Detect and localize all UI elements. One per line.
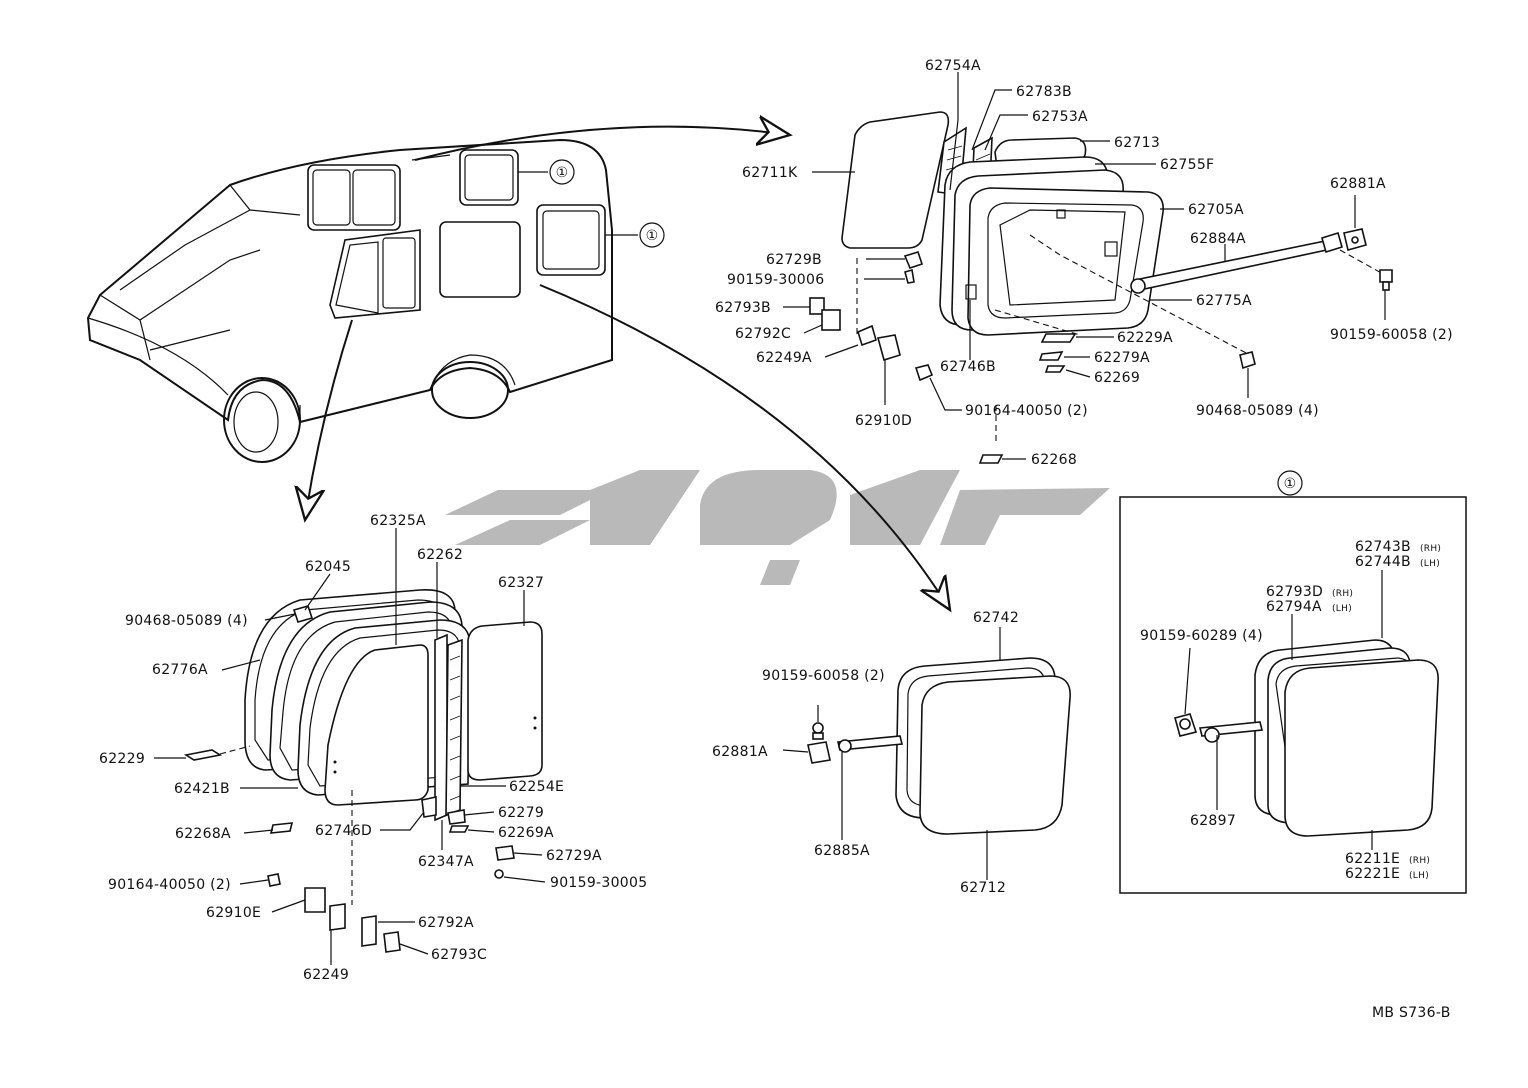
inset-title: ①: [1284, 476, 1297, 492]
label-62211E-side: (RH): [1409, 856, 1430, 866]
arrow-to-side-window: [539, 284, 950, 610]
label-90159-60058-top: 90159-60058 (2): [1330, 327, 1453, 343]
label-62279A: 62279A: [1094, 350, 1150, 366]
upper-window-assembly: [809, 111, 1393, 464]
arrow-to-rear-window: [414, 127, 790, 161]
inset-box: ①: [1119, 470, 1467, 894]
label-62910E: 62910E: [206, 905, 261, 921]
label-62742: 62742: [973, 610, 1019, 626]
label-62221E: 62221E: [1345, 866, 1400, 882]
label-90159-60058-mid: 90159-60058 (2): [762, 668, 885, 684]
watermark-logo: [445, 470, 1110, 585]
callout-upper: ①: [518, 159, 575, 185]
svg-text:①: ①: [556, 165, 569, 181]
label-62793C: 62793C: [431, 947, 487, 963]
label-62794A: 62794A: [1266, 599, 1322, 615]
label-90164-40050-left: 90164-40050 (2): [108, 877, 231, 893]
svg-text:①: ①: [646, 228, 659, 244]
label-62221E-side: (LH): [1409, 871, 1429, 881]
label-90468-05089-top: 90468-05089 (4): [1196, 403, 1319, 419]
label-62743B: 62743B: [1355, 539, 1411, 555]
label-62421B: 62421B: [174, 781, 230, 797]
callout-lower: ①: [605, 222, 665, 248]
label-62729B: 62729B: [766, 252, 822, 268]
label-62744B: 62744B: [1355, 554, 1411, 570]
label-62729A: 62729A: [546, 848, 602, 864]
label-90468-05089-left: 90468-05089 (4): [125, 613, 248, 629]
side-window-assembly: [807, 657, 1071, 835]
label-62897: 62897: [1190, 813, 1236, 829]
label-62711K: 62711K: [742, 165, 798, 181]
drawing-code: MB S736-B: [1372, 1005, 1451, 1021]
van-illustration: [86, 138, 613, 463]
label-62743B-side: (RH): [1420, 544, 1441, 554]
label-62229A: 62229A: [1117, 330, 1173, 346]
label-62881A-top: 62881A: [1330, 176, 1386, 192]
label-62793B: 62793B: [715, 300, 771, 316]
label-62249: 62249: [303, 967, 349, 983]
label-62793D-side: (RH): [1332, 589, 1353, 599]
label-62885A: 62885A: [814, 843, 870, 859]
label-62792A: 62792A: [418, 915, 474, 931]
label-90159-30006: 90159-30006: [727, 272, 824, 288]
label-90159-30005: 90159-30005: [550, 875, 647, 891]
label-62746D: 62746D: [315, 823, 372, 839]
label-62268: 62268: [1031, 452, 1077, 468]
label-62712: 62712: [960, 880, 1006, 896]
label-62884A: 62884A: [1190, 231, 1246, 247]
arrow-to-sliding-window: [305, 319, 353, 520]
label-62776A: 62776A: [152, 662, 208, 678]
label-90164-40050-top: 90164-40050 (2): [965, 403, 1088, 419]
leader-lines: [154, 72, 1386, 965]
label-62268A: 62268A: [175, 826, 231, 842]
label-62910D: 62910D: [855, 413, 912, 429]
label-62783B: 62783B: [1016, 84, 1072, 100]
label-62327: 62327: [498, 575, 544, 591]
label-62755F: 62755F: [1160, 157, 1214, 173]
label-62754A: 62754A: [925, 58, 981, 74]
label-62713: 62713: [1114, 135, 1160, 151]
label-62347A: 62347A: [418, 854, 474, 870]
label-62881A-mid: 62881A: [712, 744, 768, 760]
label-62705A: 62705A: [1188, 202, 1244, 218]
label-62229: 62229: [99, 751, 145, 767]
label-62269A: 62269A: [498, 825, 554, 841]
label-62794A-side: (LH): [1332, 604, 1352, 614]
label-62279: 62279: [498, 805, 544, 821]
label-62045: 62045: [305, 559, 351, 575]
label-90159-60289: 90159-60289 (4): [1140, 628, 1263, 644]
label-62746B: 62746B: [940, 359, 996, 375]
label-62211E: 62211E: [1345, 851, 1400, 867]
label-62262: 62262: [417, 547, 463, 563]
label-62744B-side: (LH): [1420, 559, 1440, 569]
label-62792C: 62792C: [735, 326, 791, 342]
label-62775A: 62775A: [1196, 293, 1252, 309]
label-62793D: 62793D: [1266, 584, 1323, 600]
label-62269: 62269: [1094, 370, 1140, 386]
label-62753A: 62753A: [1032, 109, 1088, 125]
label-62249A: 62249A: [756, 350, 812, 366]
label-62325A: 62325A: [370, 513, 426, 529]
sliding-window-assembly: [183, 589, 543, 953]
label-62254E: 62254E: [509, 779, 564, 795]
